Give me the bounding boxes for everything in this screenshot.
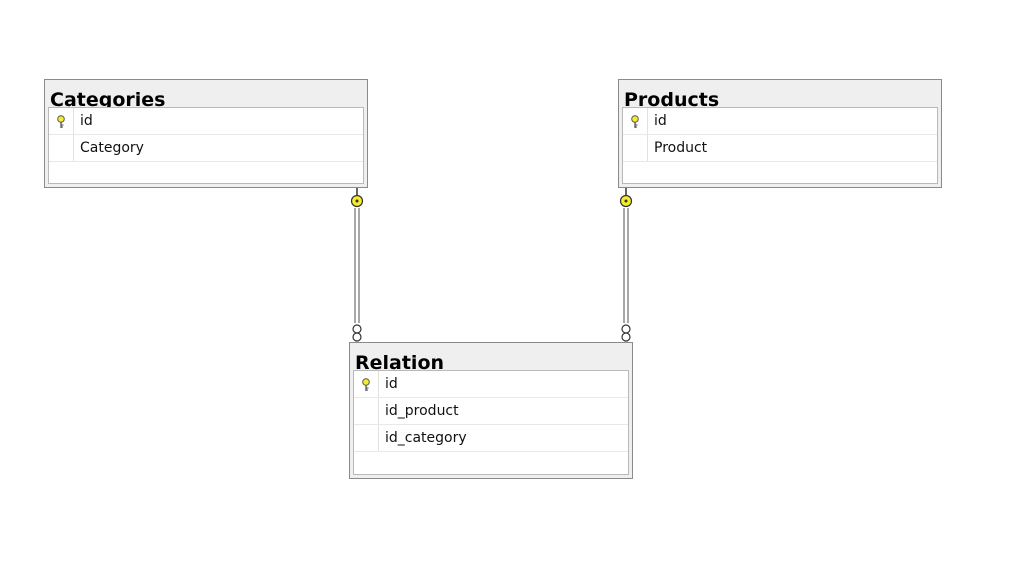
column-grid: id id_product id_category [353,370,629,475]
column-row[interactable]: id [49,108,363,135]
column-row[interactable]: id_product [354,398,628,425]
column-row[interactable]: id [354,371,628,398]
table-categories[interactable]: Categories id Category [44,79,368,188]
column-name: id [385,376,398,392]
column-row[interactable]: id_category [354,425,628,452]
column-name: id [80,113,93,129]
column-name: id [654,113,667,129]
column-name: Category [80,140,144,156]
infinity-end-icon [621,324,631,342]
primary-key-icon [57,115,65,128]
column-row[interactable]: id [623,108,937,135]
column-row[interactable]: Product [623,135,937,162]
key-end-icon [350,188,364,208]
relationship-categories-relation[interactable] [350,188,364,342]
infinity-end-icon [352,324,362,342]
column-name: id_category [385,430,467,446]
column-grid: id Category [48,107,364,184]
column-row[interactable]: Category [49,135,363,162]
table-title: Categories [50,89,166,107]
table-title: Products [624,89,720,107]
column-grid: id Product [622,107,938,184]
key-end-icon [619,188,633,208]
table-relation[interactable]: Relation id id_product id_category [349,342,633,479]
primary-key-icon [631,115,639,128]
column-name: id_product [385,403,459,419]
relationship-products-relation[interactable] [619,188,633,342]
primary-key-icon [362,378,370,391]
table-title: Relation [355,352,445,370]
table-products[interactable]: Products id Product [618,79,942,188]
column-name: Product [654,140,708,156]
